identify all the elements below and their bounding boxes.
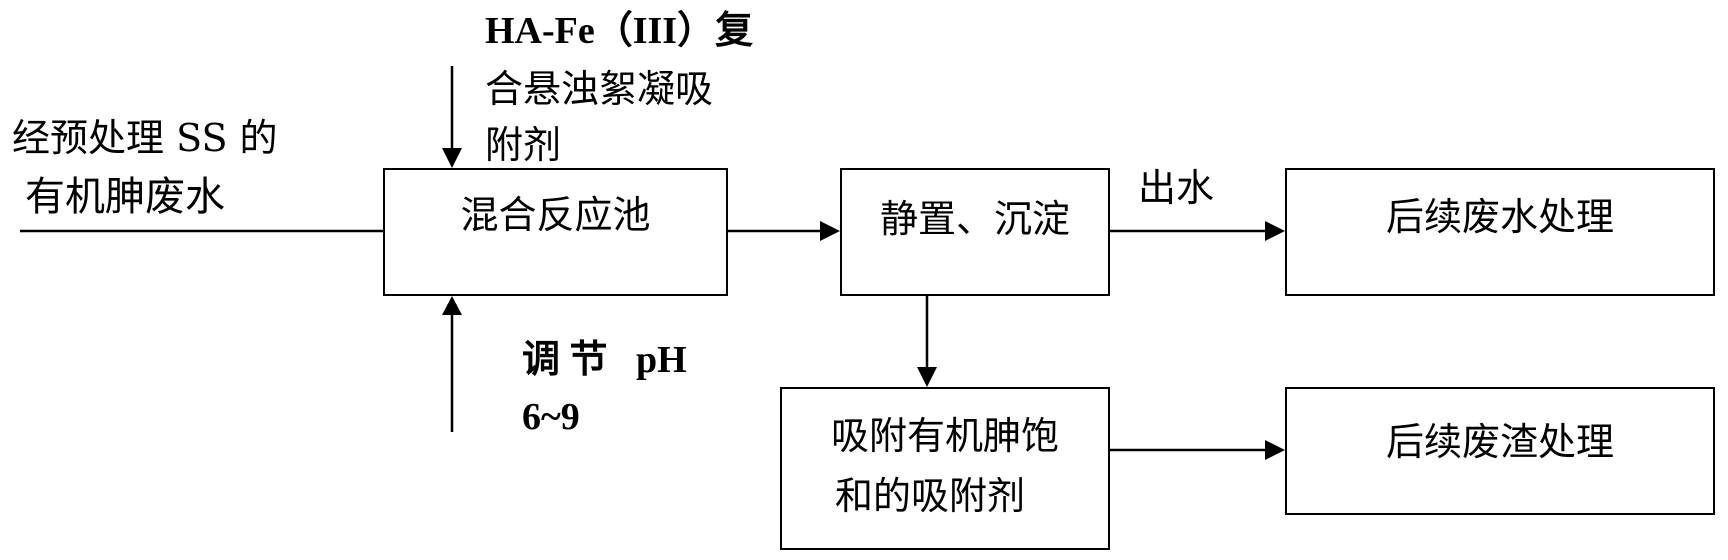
adsorbent-label-line3: 附剂 (485, 123, 562, 167)
settling-label: 静置、沉淀 (879, 197, 1070, 241)
arrowhead (1265, 221, 1285, 241)
ph-label-line2: 6~9 (522, 396, 580, 438)
mixing-reaction-tank-box: 混合反应池 (383, 168, 728, 296)
arrowhead (442, 296, 462, 315)
adsorbent-label-line2: 合悬浊絮凝吸 (485, 67, 714, 111)
wastewater-treatment-box: 后续废水处理 (1285, 168, 1715, 296)
mixing-reaction-tank-label: 混合反应池 (460, 193, 651, 237)
residue-treatment-label: 后续废渣处理 (1385, 420, 1614, 464)
saturated-adsorbent-box: 吸附有机胂饱 和的吸附剂 (780, 387, 1110, 550)
arrowhead (1265, 440, 1285, 460)
arrowhead (442, 148, 462, 168)
saturated-adsorbent-label-line1: 吸附有机胂饱 (830, 414, 1059, 458)
arrowhead (917, 367, 937, 387)
settling-box: 静置、沉淀 (840, 168, 1110, 296)
input-label-line2: 有机胂废水 (25, 174, 225, 220)
residue-treatment-box: 后续废渣处理 (1285, 387, 1715, 515)
saturated-adsorbent-label-line2: 和的吸附剂 (834, 474, 1025, 518)
outflow-label: 出水 (1138, 166, 1215, 210)
ph-label-line1: 调 节 pH (522, 339, 687, 381)
arrowhead (820, 221, 840, 241)
wastewater-treatment-label: 后续废水处理 (1385, 195, 1614, 239)
adsorbent-label-line1: HA-Fe（III）复 (485, 10, 754, 52)
input-label-line1: 经预处理 SS 的 (12, 116, 278, 160)
